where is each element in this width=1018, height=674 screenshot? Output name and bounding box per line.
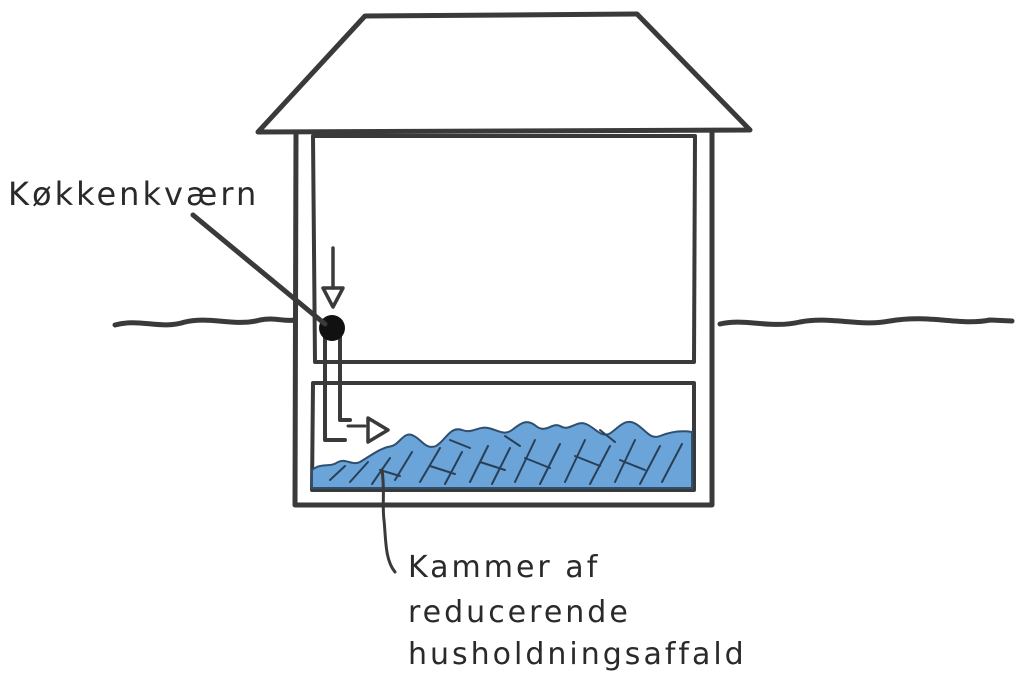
ground-line (115, 319, 1012, 325)
grinder-label: Køkkenkværn (8, 175, 259, 213)
flow-arrow-right-icon (368, 418, 388, 442)
roof (258, 14, 750, 132)
drain-pipe (325, 335, 365, 440)
grinder-dot-icon (319, 315, 345, 341)
chamber-label-line-1: Kammer af (408, 550, 600, 585)
chamber-label-line-3: husholdningsaffald (408, 637, 747, 672)
grinder-leader-line (193, 215, 325, 324)
chamber-label-line-2: reducerende (408, 595, 631, 630)
living-room (313, 136, 695, 362)
flow-arrow-down-icon (323, 248, 343, 307)
